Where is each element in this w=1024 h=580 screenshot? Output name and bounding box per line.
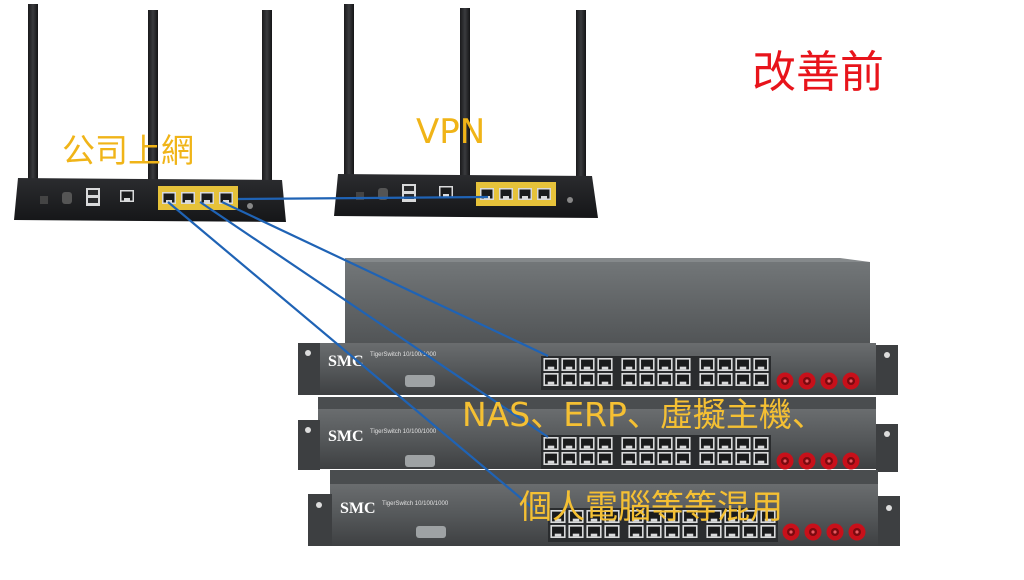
switch-port — [597, 437, 613, 450]
switch-port — [543, 437, 559, 450]
switch-port — [675, 452, 691, 465]
company-router-label: 公司上網 — [62, 131, 194, 170]
vpn-router-label: VPN — [416, 112, 486, 152]
switch-port — [735, 373, 751, 386]
network-cables — [167, 195, 549, 511]
switch-port — [699, 373, 715, 386]
switch-port — [579, 452, 595, 465]
switch-port — [753, 452, 769, 465]
switch-port — [675, 437, 691, 450]
switch-port — [639, 358, 655, 371]
sfp-port — [820, 452, 838, 470]
sfp-port — [804, 523, 822, 541]
switch-port — [543, 373, 559, 386]
svg-text:TigerSwitch 10/100/1000: TigerSwitch 10/100/1000 — [370, 429, 437, 435]
switch-port — [699, 452, 715, 465]
switch-port — [597, 358, 613, 371]
sfp-port — [842, 452, 860, 470]
svg-text:TigerSwitch 10/100/1000: TigerSwitch 10/100/1000 — [370, 352, 437, 358]
page-title: 改善前 — [752, 47, 884, 98]
company-router — [14, 4, 286, 222]
switch-port — [717, 437, 733, 450]
switch-port — [543, 358, 559, 371]
cable-to-vpn — [237, 195, 489, 201]
switch-port — [561, 373, 577, 386]
switch-port — [675, 373, 691, 386]
sfp-port — [798, 372, 816, 390]
sfp-port — [782, 523, 800, 541]
switch-port — [621, 452, 637, 465]
switch-port — [561, 358, 577, 371]
console-port-icon — [405, 375, 446, 538]
switch-port — [717, 373, 733, 386]
switch-port — [621, 373, 637, 386]
svg-text:SMC: SMC — [340, 500, 376, 517]
sfp-port — [776, 452, 794, 470]
sfp-port — [776, 372, 794, 390]
cable-to-switch-2 — [199, 201, 549, 438]
switch-port — [639, 452, 655, 465]
usage-label-line-1: NAS、ERP、虛擬主機、 — [462, 395, 825, 434]
switch-port — [639, 373, 655, 386]
switch-port-banks — [541, 356, 866, 542]
switch-port — [699, 358, 715, 371]
switch-port — [735, 437, 751, 450]
switch-port — [699, 437, 715, 450]
switch-port — [561, 437, 577, 450]
switch-port — [579, 358, 595, 371]
switch-port — [753, 437, 769, 450]
switch-port — [675, 358, 691, 371]
switch-port — [717, 452, 733, 465]
switch-port — [753, 358, 769, 371]
switch-port — [657, 437, 673, 450]
switch-port — [579, 373, 595, 386]
sfp-port — [798, 452, 816, 470]
sfp-port — [826, 523, 844, 541]
sfp-port — [842, 372, 860, 390]
switch-port — [753, 373, 769, 386]
cable-to-switch-3 — [167, 201, 536, 511]
sfp-port — [848, 523, 866, 541]
switch-port — [717, 358, 733, 371]
switch-port — [657, 358, 673, 371]
cable-to-switch-1 — [221, 201, 549, 357]
switch-port — [657, 452, 673, 465]
svg-text:TigerSwitch 10/100/1000: TigerSwitch 10/100/1000 — [382, 501, 449, 507]
switch-port — [621, 358, 637, 371]
switch-port — [735, 358, 751, 371]
switch-port — [597, 452, 613, 465]
switch-brand-3: SMC TigerSwitch 10/100/1000 — [340, 500, 449, 517]
switch-port — [597, 373, 613, 386]
switch-port — [543, 452, 559, 465]
switch-brand-2: SMC TigerSwitch 10/100/1000 — [328, 428, 437, 445]
svg-text:SMC: SMC — [328, 428, 364, 445]
switch-port — [621, 437, 637, 450]
switch-port — [657, 373, 673, 386]
switch-port — [735, 452, 751, 465]
switch-port — [579, 437, 595, 450]
vpn-router — [334, 4, 598, 218]
switch-port — [639, 437, 655, 450]
switch-port — [561, 452, 577, 465]
sfp-port — [820, 372, 838, 390]
usage-label-line-2: 個人電腦等等混用 — [519, 487, 783, 526]
